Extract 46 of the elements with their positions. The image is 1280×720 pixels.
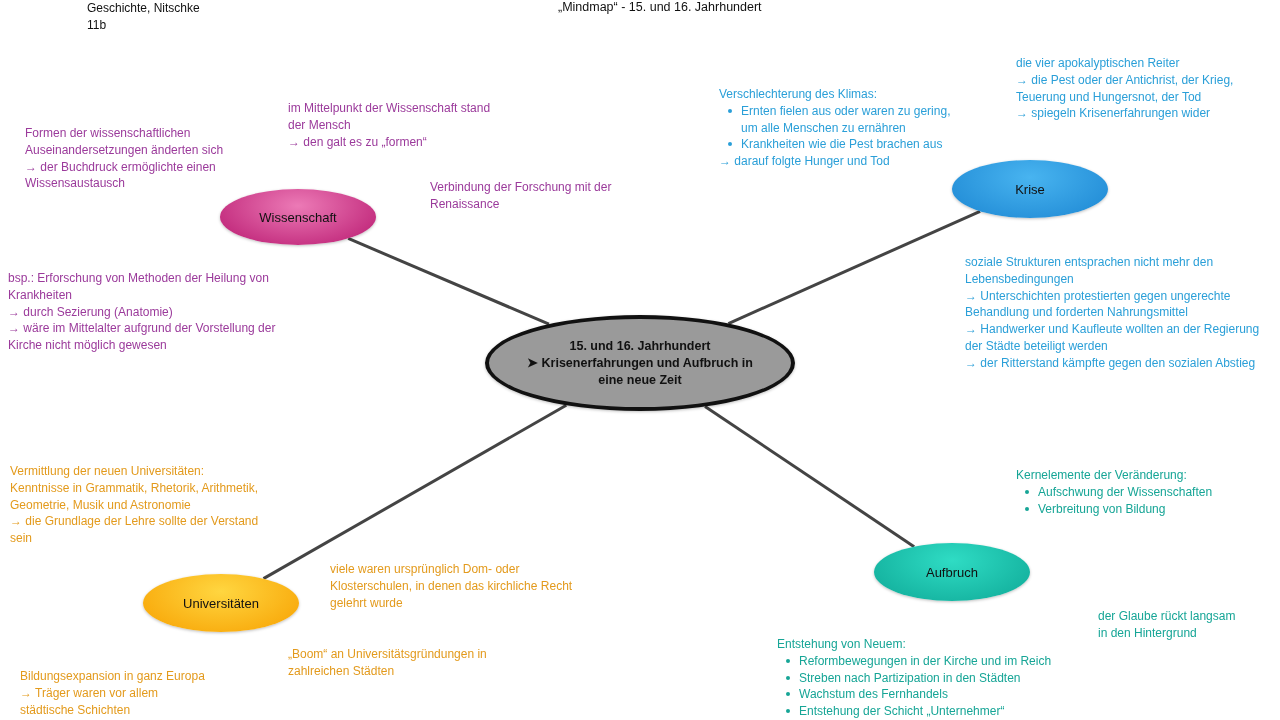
note-text: Formen der wissenschaftlichen Auseinandersetzungen änderten sich — [25, 125, 225, 159]
note-text: Kenntnisse in Grammatik, Rhetorik, Arithmetik, Geometrie, Musik und Astronomie — [10, 479, 260, 514]
note-text: → den galt es zu „formen“ — [288, 133, 428, 151]
topic-label: Wissenschaft — [259, 208, 337, 226]
note-text: → Träger waren vor allem städtische Schichten — [20, 684, 160, 719]
bullet-item: Wachstum des Fernhandels — [799, 687, 948, 702]
note-text: → spiegeln Krisenerfahrungen wider — [1016, 105, 1212, 123]
bullet-item: Aufschwung der Wissenschaften — [1038, 484, 1213, 499]
topic-label: 15. und 16. Jahrhundert — [569, 337, 711, 355]
note-text: die vier apokalyptischen Reiter — [1016, 55, 1181, 72]
topic-label: Universitäten — [183, 594, 259, 612]
note-text: Bildungsexpansion in ganz Europa — [20, 668, 206, 685]
topic-label: ➤ Krisenerfahrungen und Aufbruch in eine neue Zeit — [526, 354, 754, 389]
connector-line — [727, 209, 981, 325]
note-text: Entstehung von Neuem: — [777, 636, 907, 653]
connector-line — [347, 237, 550, 326]
note-text: → die Pest oder der Antichrist, der Krieg, Teuerung und Hungersnot, der Tod — [1016, 71, 1235, 106]
note-text: Geschichte, Nitschke — [87, 0, 201, 17]
note-text: Verbindung der Forschung mit der Renaissance — [430, 179, 613, 213]
bullet-item: Entstehung der Schicht „Unternehmer“ — [799, 704, 1005, 719]
title: „Mindmap“ - 15. und 16. Jahrhundert — [558, 0, 762, 14]
note-text: → wäre im Mittelalter aufgrund der Vorstellung der Kirche nicht möglich gewesen — [8, 320, 277, 354]
bullet-item: Ernten fielen aus oder waren zu gering, um alle Menschen zu ernähren — [741, 103, 951, 135]
bullet-item: Verbreitung von Bildung — [1038, 501, 1166, 516]
note-text: Verschlechterung des Klimas: — [719, 86, 879, 103]
bullet-item: Krankheiten wie die Pest brachen aus — [741, 137, 943, 152]
note-text: Kernelemente der Veränderung: — [1016, 467, 1188, 484]
bullet-item: Reformbewegungen in der Kirche und im Reich — [799, 653, 1052, 668]
note-text: → Unterschichten protestierten gegen ungerechte Behandlung und forderten Nahrungsmittel — [965, 287, 1232, 322]
topic-label: Aufbruch — [925, 563, 978, 581]
note-text: im Mittelpunkt der Wissenschaft stand der Mensch — [288, 100, 492, 134]
note-text: → darauf folgte Hunger und Tod — [719, 153, 891, 170]
note-text: soziale Strukturen entsprachen nicht mehr den Lebensbedingungen — [965, 254, 1215, 288]
note-text: → der Buchdruck ermöglichte einen Wissensaustausch — [25, 158, 217, 193]
note-text: der Glaube rückt langsam in den Hintergrund — [1098, 608, 1237, 642]
note-text: → Handwerker und Kaufleute wollten an der Regierung der Städte beteiligt werden — [965, 321, 1261, 355]
note-text: → durch Sezierung (Anatomie) — [8, 303, 174, 321]
note-text: bsp.: Erforschung von Methoden der Heilung von Krankheiten — [8, 270, 270, 304]
note-text: „Boom“ an Universitätsgründungen in zahlreichen Städten — [288, 646, 488, 680]
note-text: → die Grundlage der Lehre sollte der Verstand sein — [10, 513, 260, 547]
topic-label: Krise — [1015, 180, 1045, 198]
bullet-item: Streben nach Partizipation in den Städten — [799, 670, 1021, 685]
note-text: 11b — [87, 16, 108, 34]
note-text: Vermittlung der neuen Universitäten: — [10, 463, 206, 480]
note-text: → der Ritterstand kämpfte gegen den sozialen Abstieg — [965, 354, 1257, 372]
note-text: viele waren ursprünglich Dom- oder Klosterschulen, in denen das kirchliche Recht gelehrt wurde — [330, 561, 574, 612]
